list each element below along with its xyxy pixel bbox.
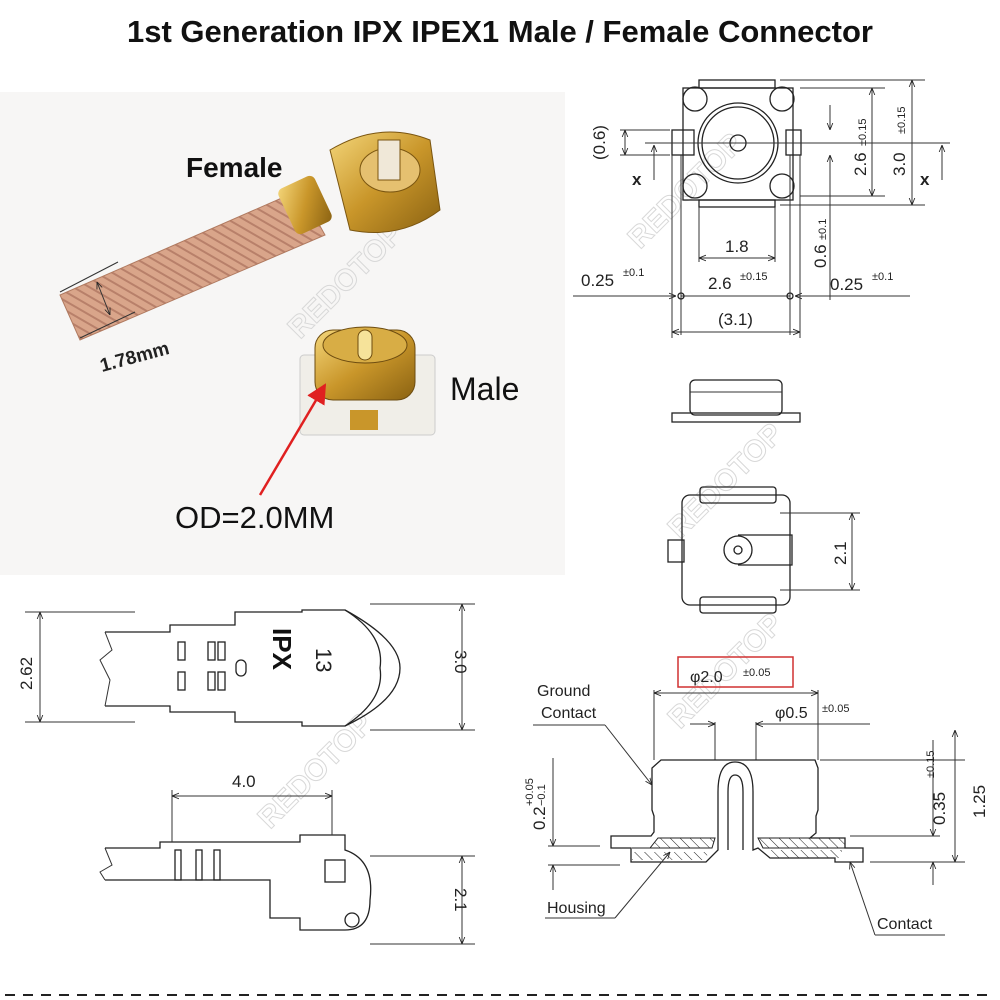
- plug-side-view: [99, 790, 475, 945]
- tol-phi-0-5: ±0.05: [822, 703, 849, 715]
- marking-13: 13: [311, 648, 336, 672]
- highlight-box: [677, 656, 794, 688]
- female-connector-photo: [59, 131, 441, 341]
- dim-0-35: 0.35: [930, 792, 949, 825]
- tol-0-6b: ±0.1: [817, 219, 829, 240]
- tol-0-2-plus: +0.05: [524, 778, 536, 806]
- ground-contact-label-2: Contact: [541, 705, 597, 722]
- female-label: Female: [186, 152, 283, 183]
- receptacle-section-view: [533, 656, 965, 936]
- tol-3-0: ±0.15: [896, 107, 908, 134]
- tol-2-6b: ±0.15: [740, 271, 767, 283]
- male-connector-photo: [299, 326, 436, 436]
- watermark: REDOTOP REDOTOP REDOTOP REDOTOP REDOTOP: [251, 127, 790, 836]
- receptacle-bottom-view: [667, 486, 860, 614]
- receptacle-top-view: [573, 79, 950, 338]
- plug-dim-2-1: 2.1: [451, 888, 470, 912]
- housing-label: Housing: [547, 900, 606, 917]
- dim-phi-2-0: φ2.0: [690, 669, 723, 686]
- tol-2-6: ±0.15: [857, 119, 869, 146]
- dim-0-6: (0.6): [590, 125, 609, 160]
- watermark-text: REDOTOP: [662, 417, 790, 545]
- dim-0-2: 0.2: [530, 806, 549, 830]
- plug-dim-2-62: 2.62: [17, 657, 36, 690]
- plug-dim-3-0: 3.0: [451, 650, 470, 674]
- x-mark-left: x: [632, 170, 642, 189]
- tol-0-2-minus: −0.1: [536, 784, 548, 806]
- dim-2-6b: 2.6: [708, 274, 732, 293]
- plug-top-view: [25, 603, 475, 731]
- receptacle-side-view: [671, 379, 801, 423]
- cable-diameter-label: 1.78mm: [98, 338, 172, 377]
- marking-ipx: IPX: [267, 628, 297, 671]
- dim-0-6b: 0.6: [811, 244, 830, 268]
- dim-1-8: 1.8: [725, 237, 749, 256]
- bottom-dim-2-1: 2.1: [831, 541, 850, 565]
- dim-3-0: 3.0: [890, 152, 909, 176]
- od-arrow: [258, 383, 327, 496]
- od-label: OD=2.0MM: [175, 500, 334, 535]
- plug-dim-4-0: 4.0: [232, 772, 256, 791]
- x-mark-right: x: [920, 170, 930, 189]
- tol-0-35: ±0.15: [925, 751, 937, 778]
- dim-phi-0-5: φ0.5: [775, 705, 808, 722]
- dim-3-1: (3.1): [718, 310, 753, 329]
- tol-0-25-left: ±0.1: [623, 267, 644, 279]
- tol-phi-2-0: ±0.05: [743, 667, 770, 679]
- dim-2-6: 2.6: [851, 152, 870, 176]
- dim-0-25-right: 0.25: [830, 275, 863, 294]
- ground-contact-label-1: Ground: [537, 683, 590, 700]
- dim-0-25-left: 0.25: [581, 271, 614, 290]
- dim-1-25: 1.25: [970, 785, 989, 818]
- male-label: Male: [450, 371, 519, 407]
- page-title: 1st Generation IPX IPEX1 Male / Female C…: [127, 14, 873, 49]
- tol-0-25-right: ±0.1: [872, 271, 893, 283]
- contact-label: Contact: [877, 916, 933, 933]
